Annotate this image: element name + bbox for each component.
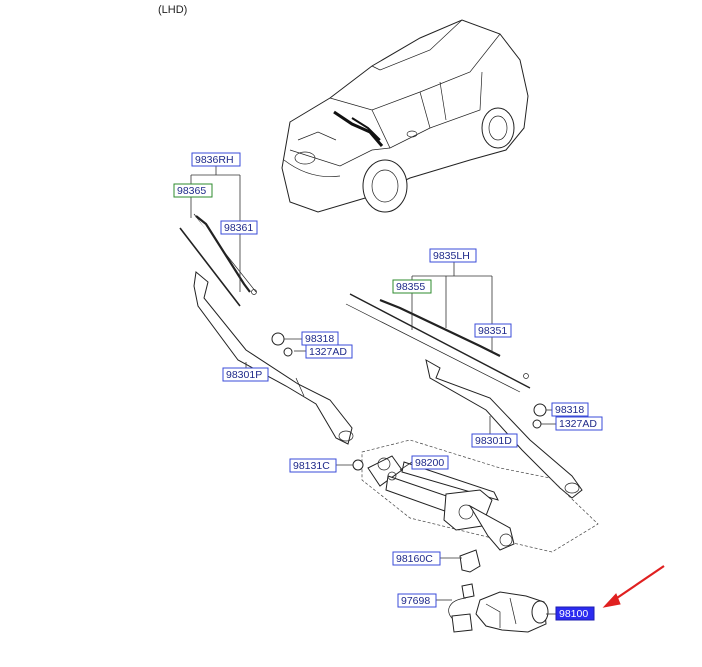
label-text: 98355 xyxy=(396,281,425,293)
motor-part xyxy=(475,591,549,633)
label-lh-blade-assy[interactable]: 9835LH xyxy=(429,248,477,263)
label-nut-upper[interactable]: 1327AD xyxy=(305,344,353,359)
linkage-outline xyxy=(361,439,599,553)
cap-part-upper xyxy=(271,332,285,346)
pivot-cap-part xyxy=(352,459,364,471)
label-pivot-cap[interactable]: 98131C xyxy=(289,458,337,473)
label-text: 98301D xyxy=(475,435,512,447)
label-rh-blade[interactable]: 98361 xyxy=(220,220,258,235)
rh-blade-part xyxy=(179,213,257,307)
label-rh-refill[interactable]: 98365 xyxy=(173,183,213,198)
label-motor[interactable]: 98100 xyxy=(555,606,595,621)
label-lh-refill[interactable]: 98355 xyxy=(392,279,432,294)
label-text: 98361 xyxy=(224,222,253,234)
label-text: 98131C xyxy=(293,460,330,472)
label-lh-blade[interactable]: 98351 xyxy=(474,323,512,338)
label-text: 98160C xyxy=(396,553,433,565)
label-cap-upper[interactable]: 98318 xyxy=(301,331,339,346)
label-crank-cover[interactable]: 98160C xyxy=(392,551,441,566)
lh-blade-part xyxy=(345,293,531,393)
label-nut-lower[interactable]: 1327AD xyxy=(555,416,603,431)
label-text: 98351 xyxy=(478,325,507,337)
label-text: 98318 xyxy=(305,333,334,345)
label-text: 1327AD xyxy=(309,346,347,358)
label-text: 9836RH xyxy=(195,154,234,166)
linkage-part xyxy=(367,455,515,551)
red-arrow-icon xyxy=(602,565,665,608)
passenger-arm-part xyxy=(193,271,354,445)
label-text: 98301P xyxy=(226,369,262,381)
variant-label: (LHD) xyxy=(158,4,187,16)
label-text: 97698 xyxy=(401,595,430,607)
label-cap-lower[interactable]: 98318 xyxy=(551,402,589,417)
nut-part-upper xyxy=(283,347,293,357)
label-text: 9835LH xyxy=(433,250,470,262)
nut-part-lower xyxy=(532,419,542,429)
cap-part-lower xyxy=(533,403,547,417)
driver-arm-part xyxy=(425,359,583,499)
leader-lines xyxy=(190,165,556,615)
label-text: 98365 xyxy=(177,185,206,197)
connector-part xyxy=(448,583,475,633)
label-arm-passenger[interactable]: 98301P xyxy=(222,367,269,382)
label-text: 98200 xyxy=(415,457,444,469)
label-text: 98100 xyxy=(559,608,588,620)
label-connector[interactable]: 97698 xyxy=(397,593,437,608)
label-rh-blade-assy[interactable]: 9836RH xyxy=(191,152,241,167)
crank-cover-part xyxy=(459,549,481,573)
label-text: 1327AD xyxy=(559,418,597,430)
suv-icon xyxy=(281,19,529,213)
label-arm-driver[interactable]: 98301D xyxy=(471,433,518,448)
label-linkage[interactable]: 98200 xyxy=(411,455,449,470)
label-text: 98318 xyxy=(555,404,584,416)
